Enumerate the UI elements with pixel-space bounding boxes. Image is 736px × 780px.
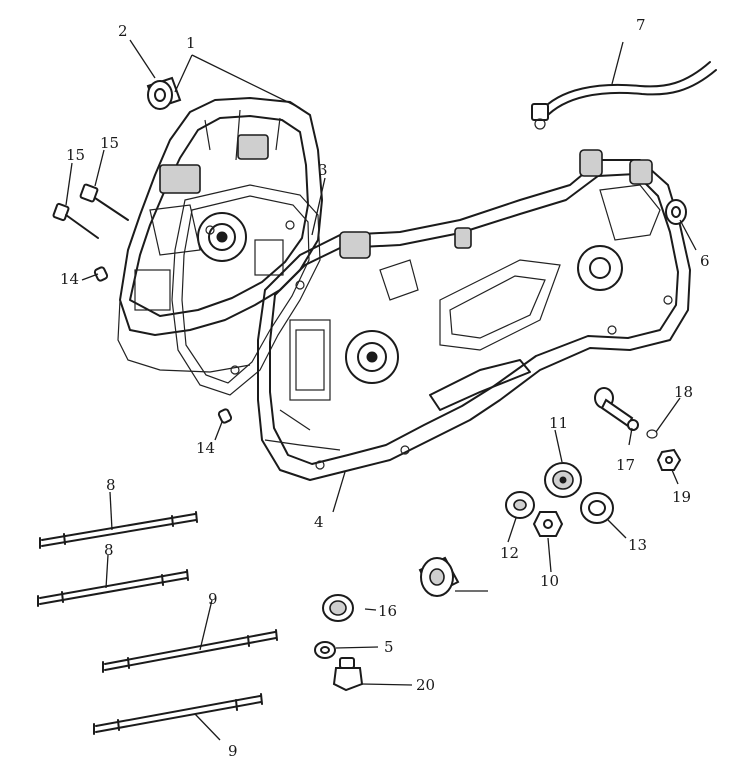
- callout-2-top: 2: [118, 22, 128, 40]
- callout-18: 18: [674, 383, 693, 401]
- callout-4: 4: [314, 513, 324, 531]
- callout-14-upper: 14: [60, 270, 79, 288]
- callout-12: 12: [500, 544, 519, 562]
- right-crankcase-half: [257, 149, 691, 481]
- leader-lines: [65, 39, 697, 741]
- bolt-pair: [52, 183, 129, 239]
- callout-1: 1: [186, 34, 196, 52]
- nut-19: [656, 448, 682, 471]
- left-crankcase-half: [117, 97, 323, 373]
- breather-hose: [531, 61, 717, 130]
- dowel-pin-lower: [217, 408, 233, 424]
- callout-3: 3: [318, 161, 328, 179]
- callout-11: 11: [549, 414, 568, 432]
- callout-16: 16: [378, 602, 397, 620]
- shaft-17: [594, 387, 639, 431]
- bearing-12: [505, 491, 535, 519]
- oil-seal: [322, 594, 354, 622]
- bushing-right: [665, 199, 687, 225]
- callout-15-left: 15: [66, 146, 85, 164]
- callout-7: 7: [636, 16, 646, 34]
- callout-5: 5: [384, 638, 394, 656]
- callout-20: 20: [416, 676, 435, 694]
- callout-19: 19: [672, 488, 691, 506]
- callout-14-lower: 14: [196, 439, 215, 457]
- circlip-18: [646, 429, 658, 439]
- callout-8-upper: 8: [106, 476, 116, 494]
- stud-9-upper: [102, 629, 278, 673]
- nut-10: [532, 511, 564, 537]
- stud-8-lower: [37, 569, 189, 607]
- callout-9-upper: 9: [208, 590, 218, 608]
- callout-labels: 1 2 3 4 5 6 7 8 8 9 9 10 11 12 13 14 14 …: [60, 16, 710, 760]
- callout-17: 17: [616, 456, 635, 474]
- bearing-13: [580, 492, 614, 524]
- callout-6: 6: [700, 252, 710, 270]
- bushing-bottom: [418, 556, 460, 597]
- washer: [314, 641, 336, 659]
- callout-8-lower: 8: [104, 541, 114, 559]
- callout-15-right: 15: [100, 134, 119, 152]
- drain-bolt: [332, 657, 364, 692]
- callout-13: 13: [628, 536, 647, 554]
- stud-9-lower: [93, 693, 263, 735]
- callout-9-lower: 9: [228, 742, 238, 760]
- callout-10: 10: [540, 572, 559, 590]
- dowel-pin-upper: [93, 266, 109, 282]
- stud-8-upper: [39, 511, 198, 549]
- bushing-top-left: [146, 76, 182, 110]
- bearing-11: [544, 462, 582, 498]
